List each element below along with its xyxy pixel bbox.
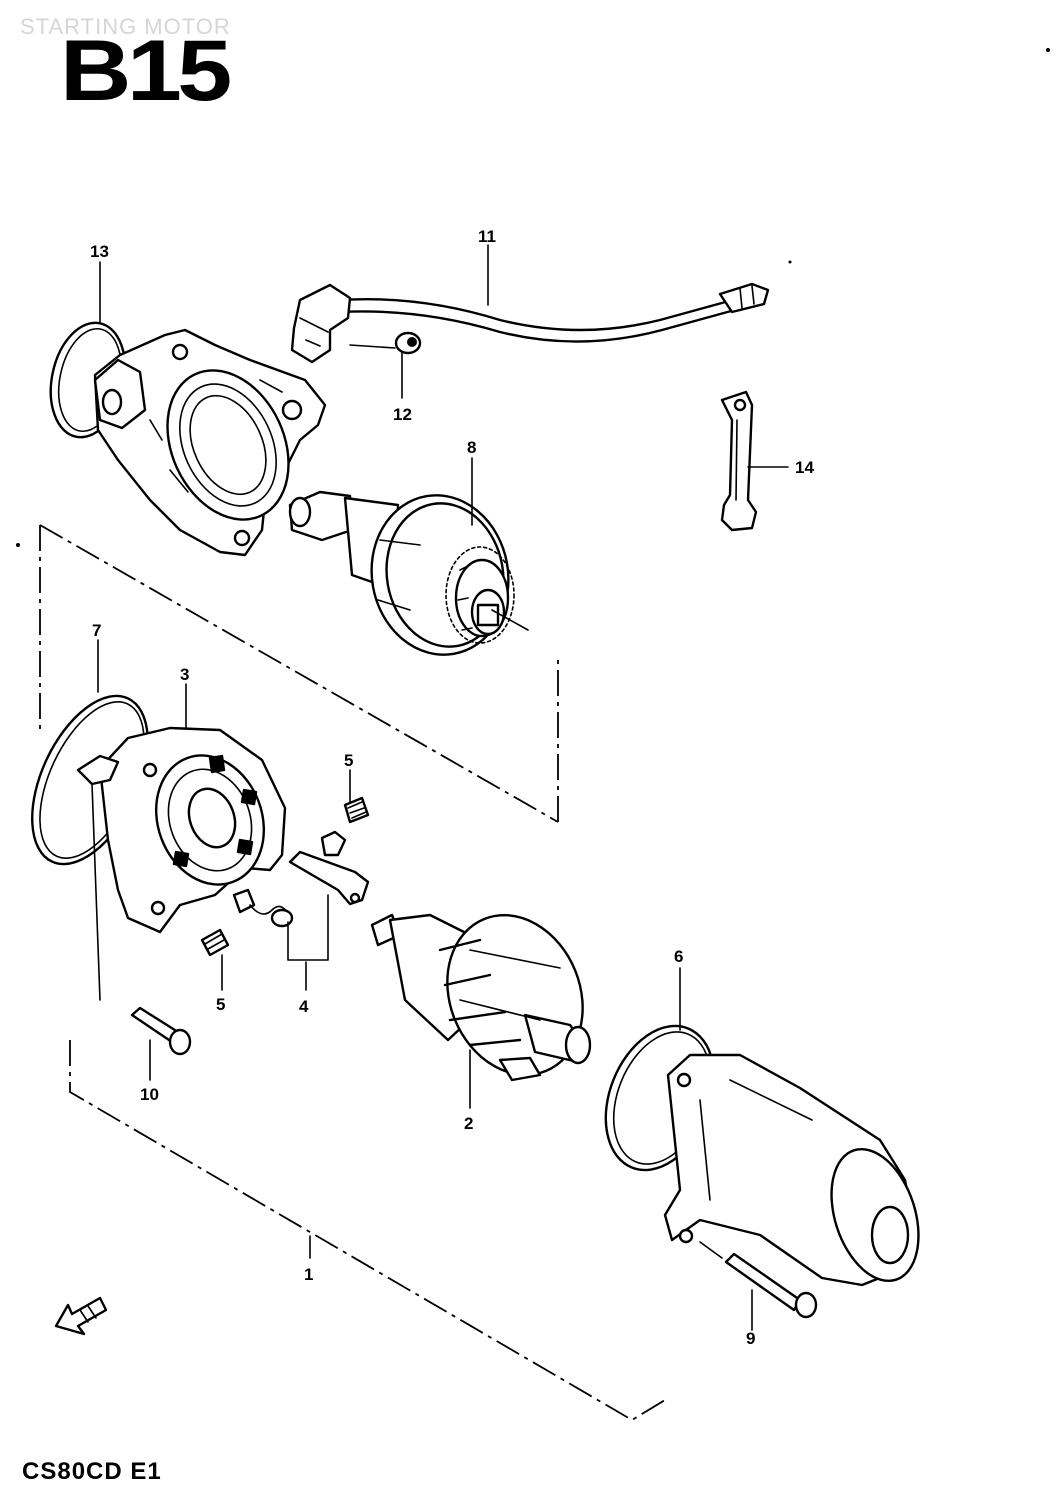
end-cover-part (76, 726, 287, 1001)
through-bolt-part (699, 1241, 818, 1319)
callout-1: 1 (304, 1265, 313, 1284)
callout-5-lower: 5 (216, 995, 225, 1014)
brush-spring-part (200, 796, 370, 957)
screw-part (130, 1006, 192, 1056)
yoke-housing-part (604, 1024, 920, 1287)
callout-8: 8 (467, 438, 476, 457)
page-code: B15 (60, 23, 232, 119)
callout-10: 10 (140, 1085, 159, 1104)
scan-specks (16, 48, 1050, 547)
callout-13: 13 (90, 242, 109, 261)
callout-14: 14 (795, 458, 814, 477)
callout-12: 12 (393, 405, 412, 424)
callout-2: 2 (464, 1114, 473, 1133)
callout-5-upper: 5 (344, 751, 353, 770)
watermark-text: STARTING MOTOR (20, 14, 231, 39)
assembly-group-lines (39, 524, 666, 1422)
front-cover-part (49, 321, 327, 557)
callout-4: 4 (299, 997, 309, 1016)
callout-3: 3 (180, 665, 189, 684)
armature-part (370, 913, 592, 1082)
callouts: 13 11 12 14 8 7 3 5 5 (90, 227, 814, 1348)
forward-arrow-icon (54, 1296, 108, 1336)
brush-set-part (232, 830, 370, 961)
callout-7: 7 (92, 621, 101, 640)
terminal-nut-part (394, 331, 422, 355)
model-code: CS80CD E1 (22, 1458, 162, 1485)
starter-drive-part (288, 490, 529, 656)
callout-11: 11 (478, 227, 496, 246)
lead-wire-part (290, 282, 770, 364)
callout-9: 9 (746, 1329, 755, 1348)
clamp-bracket-part (720, 390, 758, 532)
callout-6: 6 (674, 947, 683, 966)
